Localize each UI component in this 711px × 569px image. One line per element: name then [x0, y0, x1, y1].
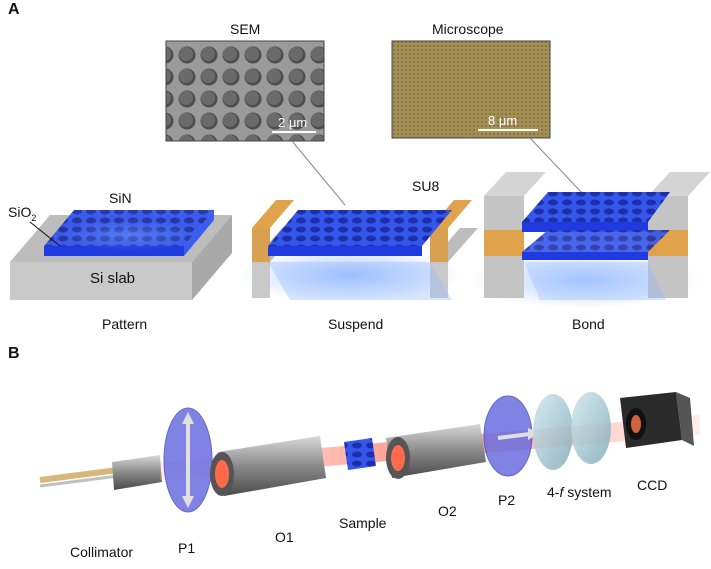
collimator-body [112, 455, 162, 490]
p1-label: P1 [178, 540, 196, 556]
microscope-scale-label: 8 μm [488, 113, 518, 128]
o1-objective [218, 436, 326, 496]
o1-label: O1 [275, 529, 294, 545]
step-suspend-label: Suspend [328, 316, 384, 332]
sem-title: SEM [230, 21, 261, 37]
four-f-prefix: 4- [547, 484, 560, 500]
bond-device [470, 172, 710, 308]
p2-axis-arrow [497, 432, 531, 440]
sio2-text: SiO [8, 204, 32, 220]
microscope-pointer-line [529, 137, 585, 196]
sem-pointer-line [291, 140, 346, 206]
fiber [39, 467, 119, 483]
four-f-system-label: 4-f system [547, 484, 612, 500]
ccd-label: CCD [637, 477, 668, 493]
sin-label: SiN [109, 190, 132, 206]
sio2-label: SiO2 [8, 204, 36, 223]
si-slab-label: Si slab [90, 270, 136, 287]
o2-label: O2 [438, 503, 457, 519]
sio2-subscript: 2 [31, 212, 37, 223]
microscope-inset [391, 40, 585, 196]
suspend-device [240, 200, 478, 303]
step-pattern-label: Pattern [102, 316, 148, 332]
sem-scale-label: 2 μm [278, 115, 308, 130]
sem-inset [165, 40, 346, 206]
o2-objective [386, 424, 486, 478]
panel-a-letter: A [8, 1, 20, 18]
sample-chip [344, 438, 376, 470]
optical-setup [39, 392, 700, 513]
lens-1 [533, 394, 573, 470]
p2-label: P2 [498, 492, 516, 508]
panel-b-letter: B [8, 345, 20, 362]
lens-2 [571, 392, 611, 464]
pattern-device [10, 210, 232, 300]
microscope-title: Microscope [432, 21, 504, 37]
four-f-italic: f [559, 484, 564, 500]
sio2-pointer [29, 221, 61, 247]
sample-label: Sample [339, 515, 387, 531]
step-bond-label: Bond [572, 316, 605, 332]
su8-label: SU8 [412, 178, 440, 194]
collimator-label: Collimator [70, 544, 134, 560]
four-f-suffix: system [563, 484, 612, 500]
